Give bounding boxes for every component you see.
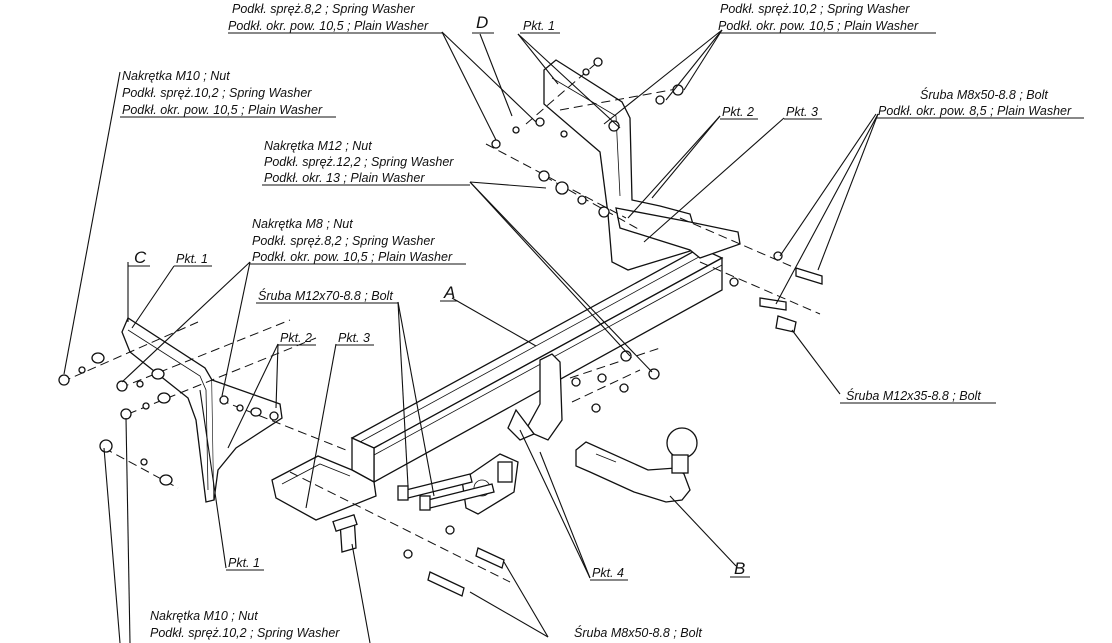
leader-lines <box>63 29 879 643</box>
bolts <box>332 267 823 597</box>
center-hitch-plate <box>507 353 563 441</box>
label-top-right-plain: Podkł. okr. pow. 10,5 ; Plain Washer <box>718 19 919 33</box>
callout-labels: Podkł. spręż.8,2 ; Spring Washer Podkł. … <box>120 2 1084 640</box>
label-m8-nut: Nakrętka M8 ; Nut <box>252 217 353 231</box>
letter-d: D <box>476 13 488 32</box>
label-top-left-plain: Podkł. okr. pow. 10,5 ; Plain Washer <box>228 19 429 33</box>
label-m8-plain: Podkł. okr. pow. 10,5 ; Plain Washer <box>252 250 453 264</box>
label-bolt-m12x35: Śruba M12x35-8.8 ; Bolt <box>846 388 981 403</box>
hardware-left-stack <box>58 352 279 486</box>
label-m10-plain: Podkł. okr. pow. 10,5 ; Plain Washer <box>122 103 323 117</box>
ball-neck-b <box>575 427 698 503</box>
left-lower-plate <box>271 455 377 521</box>
label-m10-spring: Podkł. spręż.10,2 ; Spring Washer <box>122 86 312 100</box>
pkt3-left: Pkt. 3 <box>338 331 370 345</box>
pkt2-left: Pkt. 2 <box>280 331 312 345</box>
label-bottom-m10-nut: Nakrętka M10 ; Nut <box>150 609 258 623</box>
right-bracket-d <box>543 59 741 271</box>
pkt2-top: Pkt. 2 <box>722 105 754 119</box>
crossbeam-part-a <box>350 247 724 484</box>
pkt1-bottom: Pkt. 1 <box>228 556 260 570</box>
label-m12-plain: Podkł. okr. 13 ; Plain Washer <box>264 171 425 185</box>
label-washer-8-5: Podkł. okr. pow. 8,5 ; Plain Washer <box>878 104 1072 118</box>
pkt4: Pkt. 4 <box>592 566 624 580</box>
letter-a: A <box>443 283 455 302</box>
label-top-left-spring: Podkł. spręż.8,2 ; Spring Washer <box>232 2 415 16</box>
label-bolt-m8x50-bottom: Śruba M8x50-8.8 ; Bolt <box>574 625 702 640</box>
part-letters: A B C D <box>128 13 750 578</box>
label-bolt-m8x50-right: Śruba M8x50-8.8 ; Bolt <box>920 87 1048 102</box>
pkt1-top: Pkt. 1 <box>523 19 555 33</box>
label-top-right-spring: Podkł. spręż.10,2 ; Spring Washer <box>720 2 910 16</box>
point-labels: Pkt. 1 Pkt. 2 Pkt. 3 Pkt. 1 Pkt. 2 Pkt. … <box>174 19 822 581</box>
letter-c: C <box>134 248 147 267</box>
label-m12-spring: Podkł. spręż.12,2 ; Spring Washer <box>264 155 454 169</box>
label-m12-nut: Nakrętka M12 ; Nut <box>264 139 372 153</box>
label-bolt-m12x70: Śruba M12x70-8.8 ; Bolt <box>258 288 393 303</box>
pkt3-top: Pkt. 3 <box>786 105 818 119</box>
label-bottom-m10-spring: Podkł. spręż.10,2 ; Spring Washer <box>150 626 340 640</box>
label-m8-spring: Podkł. spręż.8,2 ; Spring Washer <box>252 234 435 248</box>
letter-b: B <box>734 559 745 578</box>
label-m10-nut: Nakrętka M10 ; Nut <box>122 69 230 83</box>
pkt1-left: Pkt. 1 <box>176 252 208 266</box>
